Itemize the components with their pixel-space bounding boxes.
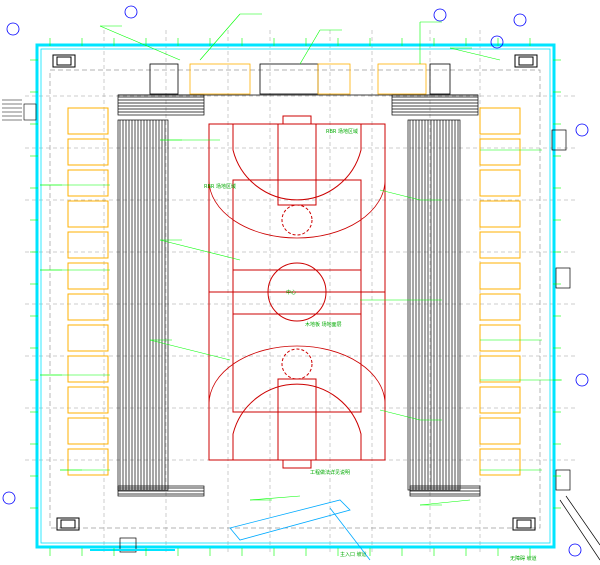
room-left (67, 417, 109, 445)
room-left (67, 355, 109, 383)
court-center-label: 中心 (286, 289, 296, 296)
seating-stands (117, 94, 481, 497)
entrance-note: 主入口 坡道 (340, 551, 367, 558)
axis-bubble (513, 13, 527, 27)
side-rooms (67, 107, 521, 476)
basketball-court (208, 115, 386, 469)
room-right (479, 262, 521, 290)
room-left (67, 448, 109, 476)
court-label-upper: RBR 场地区域 (326, 128, 358, 135)
leader-line (449, 47, 501, 61)
axis-bubble (6, 22, 20, 36)
inner-boundary (49, 69, 541, 529)
room-left (67, 138, 109, 166)
axis-bubble (575, 373, 589, 387)
room-left (67, 386, 109, 414)
corner-stairs (52, 54, 538, 531)
room-left (67, 169, 109, 197)
outer-wall (35, 43, 556, 549)
court-surface-note: 木地板 场地面层 (305, 321, 342, 328)
room-right (479, 293, 521, 321)
axis-bubbles (2, 5, 589, 557)
leader-line (379, 409, 421, 421)
room-left (67, 231, 109, 259)
leader-line (199, 13, 241, 61)
room-right (479, 386, 521, 414)
leader-line (379, 189, 421, 201)
room-right (479, 138, 521, 166)
annotation-layer (30, 13, 562, 556)
room-right (479, 200, 521, 228)
room-right (479, 324, 521, 352)
room-right (479, 231, 521, 259)
court-label-main: RBR 场地区域 (204, 183, 236, 190)
room-right (479, 107, 521, 135)
bottom-entrance (90, 537, 175, 553)
leader-line (159, 239, 241, 261)
bottom-note: 工程做法详见说明 (310, 469, 350, 476)
room-right (479, 417, 521, 445)
leader-line (299, 29, 321, 65)
room-left (67, 262, 109, 290)
bottom-three-point-arc (232, 383, 362, 460)
top-three-point-arc (232, 124, 362, 201)
court-inner-line (232, 179, 362, 413)
axis-bubble (490, 35, 504, 49)
outer-right-elements (551, 129, 600, 561)
outer-stair-left (2, 99, 37, 121)
axis-bubble (124, 5, 138, 19)
axis-bubble (433, 8, 447, 22)
room-left (67, 107, 109, 135)
leader-line (419, 499, 471, 506)
room-right (479, 355, 521, 383)
top-service-block (118, 63, 478, 96)
center-circle (267, 262, 327, 322)
room-right (479, 448, 521, 476)
axis-bubble (568, 543, 582, 557)
axis-bubble (575, 123, 589, 137)
axis-bubble (2, 491, 16, 505)
room-left (67, 293, 109, 321)
leader-line (149, 339, 231, 361)
leader-line (249, 495, 301, 501)
stand-block (117, 119, 169, 491)
room-left (67, 200, 109, 228)
room-left (67, 324, 109, 352)
bottom-right-note: 无障碍 坡道 (510, 555, 537, 562)
leader-line (99, 25, 181, 61)
bottom-key (277, 378, 317, 460)
room-right (479, 169, 521, 197)
entrance-canopy (229, 499, 371, 561)
